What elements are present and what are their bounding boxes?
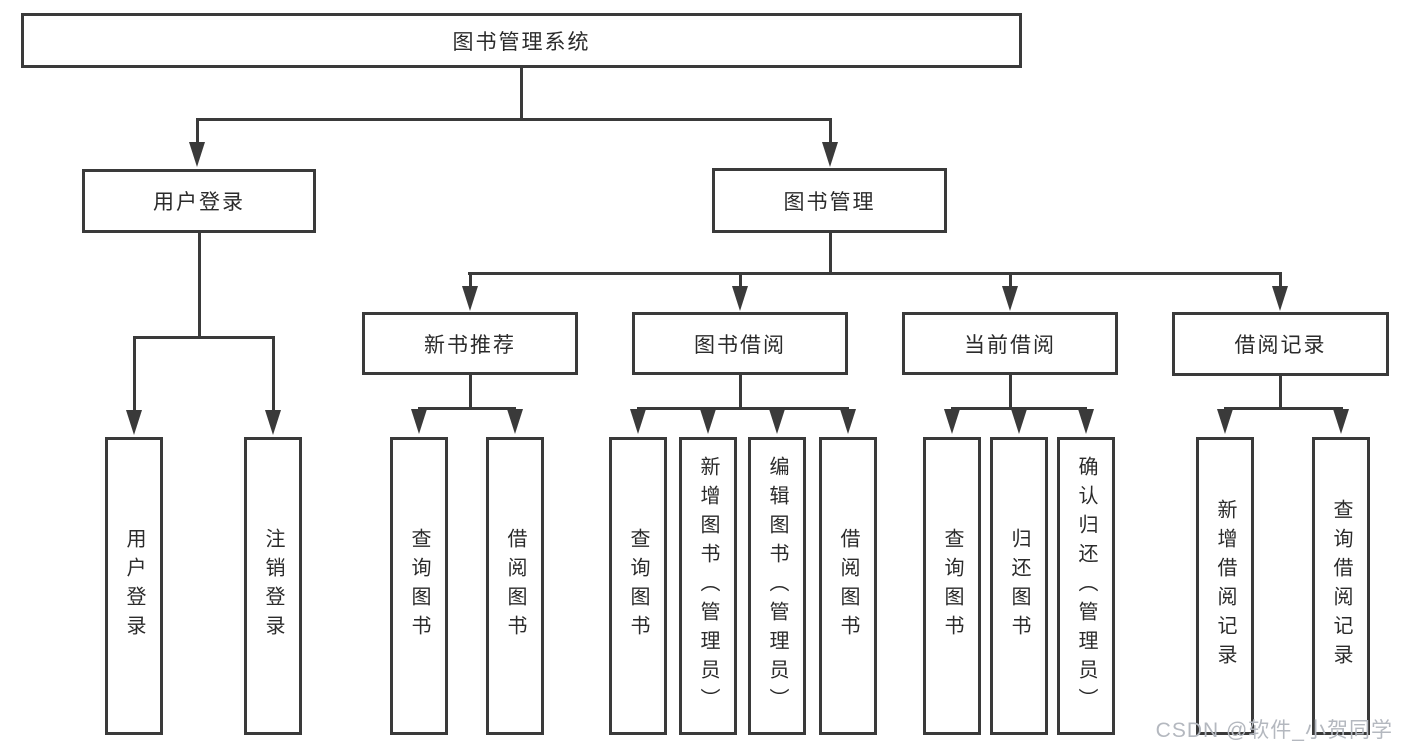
arrowhead-new-books	[462, 286, 478, 311]
connector-root-trunk	[520, 68, 523, 121]
arrowhead-current	[1002, 286, 1018, 311]
connector-user-login-trunk	[198, 233, 201, 339]
leaf-nb-query-books: 查询图书	[390, 437, 448, 735]
connector-book-mgmt-trunk	[829, 233, 832, 275]
node-book-management: 图书管理	[712, 168, 947, 233]
node-user-login: 用户登录	[82, 169, 316, 233]
leaf-cu-confirm-return-admin: 确认归还（管理员）	[1057, 437, 1115, 735]
connector-user-login-rail	[133, 336, 275, 339]
connector-new-books-rail	[418, 407, 516, 410]
connector-borrowing-rail	[637, 407, 849, 410]
arrowhead-book-mgmt	[822, 142, 838, 167]
connector-stem-book-mgmt	[829, 118, 832, 146]
leaf-bw-query-books: 查询图书	[609, 437, 667, 735]
node-borrowing-records: 借阅记录	[1172, 312, 1389, 376]
leaf-rc-query-record: 查询借阅记录	[1312, 437, 1370, 735]
arrowhead-user-login	[189, 142, 205, 167]
connector-records-trunk	[1279, 376, 1282, 410]
node-library-management-system: 图书管理系统	[21, 13, 1022, 68]
connector-stem-user-login	[196, 118, 199, 146]
connector-stem-current	[1009, 272, 1012, 292]
arrowhead-nb-borrow	[507, 409, 523, 434]
node-book-borrowing: 图书借阅	[632, 312, 848, 375]
leaf-cu-return-books: 归还图书	[990, 437, 1048, 735]
leaf-cu-query-books: 查询图书	[923, 437, 981, 735]
connector-new-books-trunk	[469, 375, 472, 410]
csdn-watermark: CSDN @软件_小贺同学	[1155, 719, 1393, 742]
arrowhead-rc-query	[1333, 409, 1349, 434]
connector-level2-rail	[196, 118, 832, 121]
connector-stem-new-books	[469, 272, 472, 292]
connector-stem-leaf-login	[133, 336, 136, 414]
leaf-bw-borrow-books: 借阅图书	[819, 437, 877, 735]
connector-borrowing-trunk	[739, 375, 742, 410]
connector-stem-leaf-logout	[272, 336, 275, 414]
connector-stem-borrowing	[739, 272, 742, 292]
arrowhead-leaf-login	[126, 410, 142, 435]
connector-current-trunk	[1009, 375, 1012, 410]
node-new-book-recommendation: 新书推荐	[362, 312, 578, 375]
connector-records-rail	[1224, 407, 1343, 410]
leaf-logout: 注销登录	[244, 437, 302, 735]
arrowhead-nb-query	[411, 409, 427, 434]
arrowhead-leaf-logout	[265, 410, 281, 435]
arrowhead-rc-add	[1217, 409, 1233, 434]
arrowhead-cu-confirm	[1078, 409, 1094, 434]
arrowhead-bw-borrow	[840, 409, 856, 434]
arrowhead-records	[1272, 286, 1288, 311]
connector-current-rail	[951, 407, 1087, 410]
arrowhead-bw-query	[630, 409, 646, 434]
leaf-bw-edit-books-admin: 编辑图书（管理员）	[748, 437, 806, 735]
arrowhead-bw-edit	[769, 409, 785, 434]
arrowhead-borrowing	[732, 286, 748, 311]
arrowhead-bw-add	[700, 409, 716, 434]
leaf-rc-add-record: 新增借阅记录	[1196, 437, 1254, 735]
arrowhead-cu-query	[944, 409, 960, 434]
leaf-bw-add-books-admin: 新增图书（管理员）	[679, 437, 737, 735]
node-current-borrowing: 当前借阅	[902, 312, 1118, 375]
connector-stem-records	[1279, 272, 1282, 292]
leaf-user-login: 用户登录	[105, 437, 163, 735]
arrowhead-cu-return	[1011, 409, 1027, 434]
connector-level3-rail	[468, 272, 1282, 275]
leaf-nb-borrow-books: 借阅图书	[486, 437, 544, 735]
